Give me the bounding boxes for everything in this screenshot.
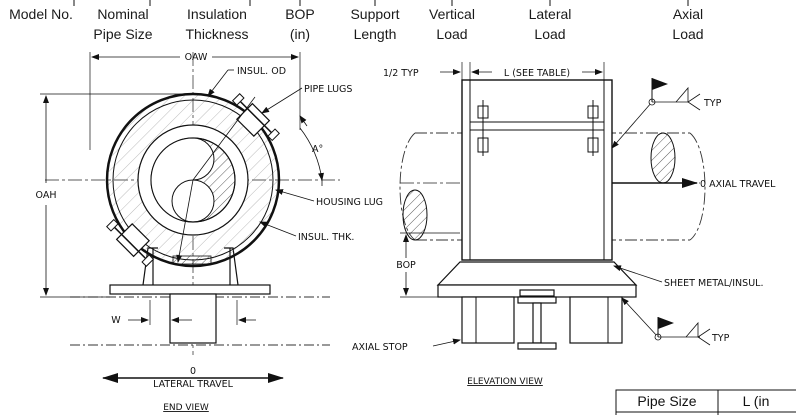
end-view-lug-left (106, 218, 155, 267)
table-col-pipe-size: Pipe Size (637, 393, 696, 409)
header-axial-line2: Load (672, 26, 703, 42)
header-bop-line1: BOP (285, 6, 315, 22)
end-view-pipe-lugs: PIPE LUGS (261, 84, 352, 114)
end-view-base-plate (109, 284, 271, 295)
table-header-cell-l (717, 389, 796, 413)
elevation-view: L (SEE TABLE) 1/2 TYP TYP 0 AXIAL TRAVEL (352, 62, 776, 387)
table-col-l: L (in (743, 393, 770, 409)
elevation-weld-bottom: TYP (621, 297, 730, 346)
elevation-weld-top: TYP (611, 78, 722, 149)
header-insulation-line2: Thickness (185, 26, 248, 42)
header-nominal-line2: Pipe Size (93, 26, 152, 42)
w-label: W (111, 315, 121, 326)
header-lateral-line1: Lateral (529, 6, 572, 22)
sheet-metal-label: SHEET METAL/INSUL. (664, 278, 763, 289)
lateral-travel-label: LATERAL TRAVEL (153, 379, 234, 390)
header-vertical-line1: Vertical (429, 6, 475, 22)
elevation-bop-dim: BOP (396, 232, 460, 298)
end-view-angle: A° (299, 115, 324, 186)
elevation-pipe-end-left (402, 189, 428, 241)
header-axial-line1: Axial (673, 6, 703, 22)
elevation-axial-stops (461, 289, 623, 350)
bop-label: BOP (396, 260, 416, 271)
insul-thk-label: INSUL. THK. (298, 232, 354, 243)
header-model-no: Model No. (9, 6, 73, 22)
angle-label: A° (312, 144, 323, 155)
insul-od-label: INSUL. OD (237, 66, 286, 77)
header-insulation-line1: Insulation (187, 6, 247, 22)
typ-bottom-label: TYP (711, 333, 730, 344)
header-bop: BOP (in) (285, 6, 315, 42)
header-lateral-load: Lateral Load (529, 6, 572, 42)
header-vertical-line2: Load (436, 26, 467, 42)
elevation-view-title: ELEVATION VIEW (467, 377, 543, 387)
elevation-l-dim: L (SEE TABLE) 1/2 TYP (383, 62, 605, 80)
elevation-sheet-metal (436, 261, 638, 286)
elevation-axial-stop-leader: AXIAL STOP (352, 338, 461, 353)
l-see-table-label: L (SEE TABLE) (504, 68, 570, 79)
header-support-line1: Support (350, 6, 399, 22)
end-view-w-dim: W (111, 300, 256, 326)
end-view-oah-dim: OAH (36, 93, 195, 298)
housing-lug-label: HOUSING LUG (316, 197, 383, 208)
header-vertical-load: Vertical Load (429, 6, 475, 42)
header-axial-load: Axial Load (672, 6, 703, 42)
axial-travel-label: 0 AXIAL TRAVEL (700, 179, 776, 190)
end-view-insul-od: INSUL. OD (207, 66, 286, 97)
lateral-travel-value: 0 (190, 366, 196, 377)
half-typ-label: 1/2 TYP (383, 68, 419, 79)
oah-label: OAH (36, 190, 57, 201)
elevation-pipe-end-right (650, 132, 676, 184)
header-lateral-line2: Load (534, 26, 565, 42)
end-view: OAW OAH INSUL. OD PIPE LUGS A° (36, 52, 383, 413)
length-table: Pipe Size L (in (615, 389, 796, 415)
elevation-axial-travel: 0 AXIAL TRAVEL (612, 178, 776, 190)
typ-top-label: TYP (703, 98, 722, 109)
header-nominal-pipe-size: Nominal Pipe Size (93, 6, 152, 42)
axial-stop-label: AXIAL STOP (352, 342, 408, 353)
end-view-title: END VIEW (163, 403, 209, 413)
end-view-housing-lug: HOUSING LUG (275, 189, 383, 208)
elevation-sheet-metal-leader: SHEET METAL/INSUL. (613, 265, 763, 289)
oaw-label: OAW (185, 52, 208, 63)
end-view-axial-stop (169, 293, 217, 344)
end-view-insul-thk: INSUL. THK. (259, 221, 354, 243)
header-nominal-line1: Nominal (97, 6, 148, 22)
header-model-no-line1: Model No. (9, 6, 73, 22)
end-view-lug-right (231, 93, 280, 142)
header-bop-line2: (in) (290, 26, 310, 42)
elevation-bolts (469, 100, 605, 156)
header-ticks (73, 0, 689, 6)
pipe-lugs-label: PIPE LUGS (304, 84, 352, 95)
header-insulation-thickness: Insulation Thickness (185, 6, 248, 42)
end-view-lateral-travel: 0 LATERAL TRAVEL (102, 366, 284, 390)
header-support-length: Support Length (350, 6, 399, 42)
header-support-line2: Length (354, 26, 397, 42)
header-row: Model No. Nominal Pipe Size Insulation T… (9, 0, 704, 42)
